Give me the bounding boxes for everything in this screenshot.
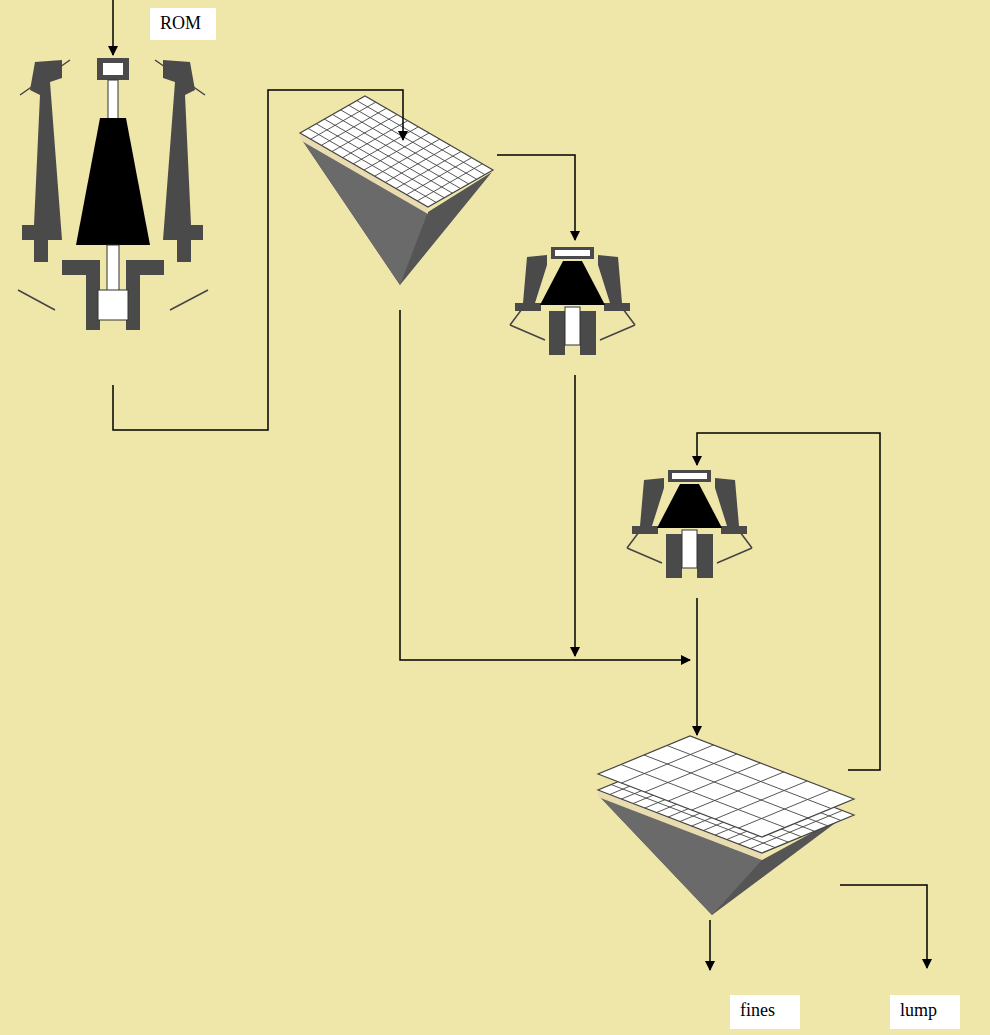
flow-lines [113,0,927,970]
stream-label: fines [740,1000,790,1021]
stream-label: ROM [160,13,206,34]
screen-deck [598,736,854,837]
screen-mesh [621,745,831,828]
cone-crusher [627,470,752,578]
stream-label-box: fines [730,995,800,1029]
screen-deck [300,96,493,207]
stream-label-box: ROM [150,8,216,40]
stream-label: lump [900,1000,950,1021]
cone-crusher [510,247,635,355]
gyratory-crusher [18,58,208,330]
screen-mesh [308,101,485,203]
stream-label-box: lump [890,995,960,1029]
